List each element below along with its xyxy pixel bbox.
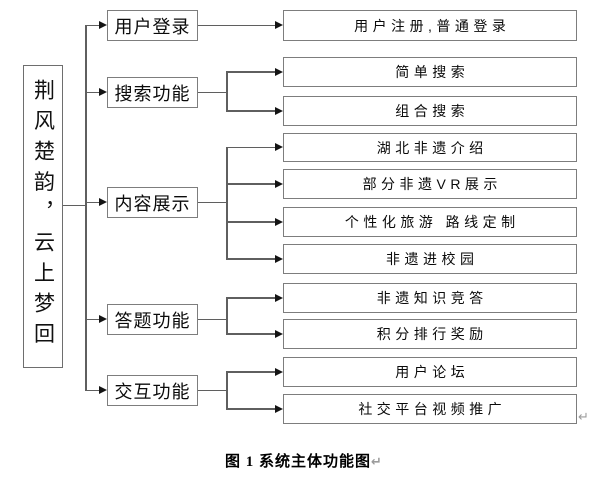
leaf-custom-travel-route: 个性化旅游 路线定制	[283, 207, 577, 237]
connector-line	[227, 71, 275, 73]
leaf-ich-into-campus: 非遗进校园	[283, 244, 577, 274]
leaf-simple-search-label: 简单搜索	[395, 64, 470, 80]
connector-line	[226, 297, 228, 335]
connector-line	[227, 297, 275, 299]
leaf-ich-knowledge-quiz: 非遗知识竞答	[283, 283, 577, 313]
connector-line	[227, 408, 275, 410]
leaf-social-video-promotion: 社交平台视频推广	[283, 394, 577, 424]
leaf-register-login-label: 用户注册,普通登录	[354, 17, 511, 34]
paragraph-mark: ↵	[578, 410, 589, 425]
arrowhead-icon	[99, 315, 107, 323]
arrowhead-icon	[275, 179, 283, 188]
connector-line	[227, 221, 275, 223]
leaf-register-login: 用户注册,普通登录	[283, 10, 577, 41]
connector-line	[85, 24, 87, 392]
leaf-custom-travel-route-label: 个性化旅游 路线定制	[344, 214, 520, 230]
connector-line	[227, 110, 275, 112]
connector-line	[198, 91, 227, 94]
figure-caption: 图 1 系统主体功能图↵	[0, 450, 608, 471]
node-user-login: 用户登录	[107, 10, 198, 41]
connector-line	[226, 371, 228, 410]
connector-line	[227, 146, 275, 149]
node-root-title-label: 荆风楚韵，云上梦回	[31, 79, 56, 354]
leaf-user-forum: 用户论坛	[283, 357, 577, 387]
leaf-simple-search: 简单搜索	[283, 57, 577, 87]
leaf-ich-vr-display-label: 部分非遗VR展示	[362, 176, 502, 192]
node-user-login-label: 用户登录	[114, 16, 191, 37]
node-quiz-function: 答题功能	[107, 304, 198, 335]
leaf-hubei-ich-intro-label: 湖北非遗介绍	[376, 139, 488, 156]
node-search-function-label: 搜索功能	[114, 83, 191, 104]
leaf-user-forum-label: 用户论坛	[395, 364, 470, 380]
connector-line	[198, 389, 227, 392]
arrowhead-icon	[275, 21, 283, 29]
connector-line	[86, 389, 99, 392]
connector-line	[227, 333, 275, 335]
node-interaction-function-label: 交互功能	[114, 381, 191, 402]
leaf-hubei-ich-intro: 湖北非遗介绍	[283, 133, 577, 162]
leaf-combined-search-label: 组合搜索	[395, 103, 470, 119]
leaf-ich-into-campus-label: 非遗进校园	[386, 251, 479, 267]
arrowhead-icon	[275, 367, 283, 376]
leaf-points-ranking-reward-label: 积分排行奖励	[376, 326, 488, 342]
leaf-points-ranking-reward: 积分排行奖励	[283, 319, 577, 349]
connector-line	[226, 71, 228, 112]
arrowhead-icon	[275, 329, 283, 338]
arrowhead-icon	[99, 88, 107, 96]
arrowhead-icon	[275, 404, 283, 413]
leaf-ich-knowledge-quiz-label: 非遗知识竞答	[376, 290, 488, 306]
connector-line	[86, 318, 99, 321]
connector-line	[198, 201, 227, 204]
paragraph-mark: ↵	[371, 455, 383, 470]
arrowhead-icon	[99, 386, 107, 394]
arrowhead-icon	[99, 198, 107, 206]
node-content-display-label: 内容展示	[114, 193, 191, 214]
node-interaction-function: 交互功能	[107, 375, 198, 406]
connector-line	[63, 204, 87, 206]
arrowhead-icon	[275, 67, 283, 76]
connector-line	[226, 146, 228, 260]
connector-line	[198, 24, 275, 27]
connector-line	[86, 201, 99, 204]
connector-line	[86, 91, 99, 94]
arrowhead-icon	[275, 106, 283, 115]
leaf-social-video-promotion-label: 社交平台视频推广	[358, 401, 507, 417]
leaf-ich-vr-display: 部分非遗VR展示	[283, 169, 577, 199]
connector-line	[198, 318, 227, 321]
node-quiz-function-label: 答题功能	[114, 310, 191, 331]
arrowhead-icon	[99, 21, 107, 29]
connector-line	[227, 183, 275, 185]
arrowhead-icon	[275, 143, 283, 151]
arrowhead-icon	[275, 254, 283, 263]
node-search-function: 搜索功能	[107, 77, 198, 108]
arrowhead-icon	[275, 293, 283, 302]
arrowhead-icon	[275, 217, 283, 226]
connector-line	[227, 371, 275, 373]
leaf-combined-search: 组合搜索	[283, 96, 577, 126]
node-content-display: 内容展示	[107, 187, 198, 218]
node-root-title: 荆风楚韵，云上梦回	[23, 65, 63, 368]
connector-line	[227, 258, 275, 260]
connector-line	[86, 24, 99, 27]
figure-caption-text: 图 1 系统主体功能图	[225, 454, 372, 470]
